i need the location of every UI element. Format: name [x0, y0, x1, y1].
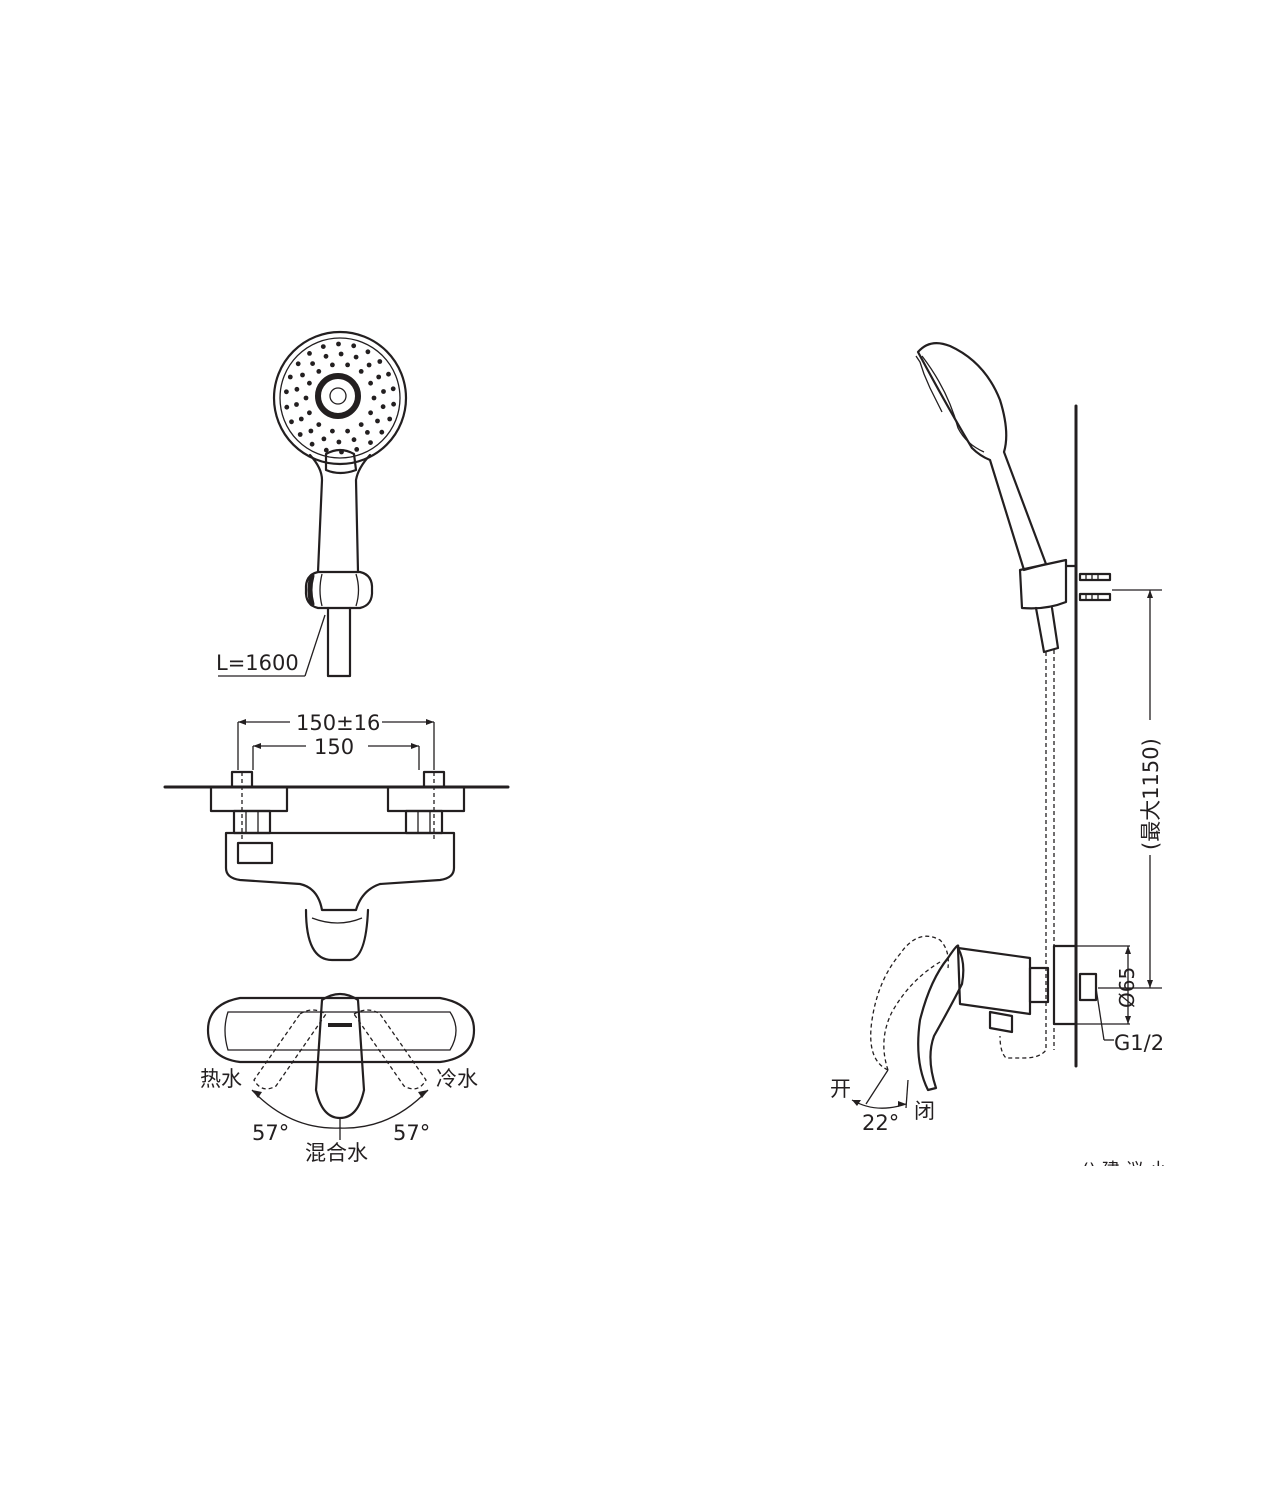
hot-water-label: 热水	[200, 1067, 242, 1091]
nozzle-dot	[368, 410, 373, 416]
nozzle-dot	[368, 380, 373, 386]
mixer-front-view	[163, 719, 510, 962]
nozzle-dot	[284, 389, 289, 395]
max-height-label: (最大1150)	[1139, 738, 1163, 850]
mixed-water-label: 混合水	[305, 1141, 368, 1165]
nozzle-dot	[338, 351, 344, 357]
angle-right-label: 57°	[393, 1121, 430, 1145]
mixer-top-view	[206, 992, 476, 1140]
nozzle-dot	[294, 402, 299, 407]
spacing-tolerance-label: 150±16	[296, 711, 380, 735]
nozzle-dot	[358, 369, 364, 374]
cut-off-mask	[1060, 1166, 1280, 1206]
nozzle-dot	[308, 428, 314, 434]
hose-length-label: L=1600	[216, 651, 299, 675]
nozzle-dot	[316, 369, 322, 374]
nozzle-dot	[365, 430, 370, 435]
nozzle-dots	[284, 341, 396, 455]
nozzle-dot	[380, 404, 386, 410]
nozzle-dot	[323, 353, 329, 359]
nozzle-dot	[298, 416, 304, 422]
close-label: 闭	[914, 1099, 935, 1123]
nozzle-dot	[358, 422, 364, 427]
nozzle-dot	[321, 436, 327, 442]
side-view	[851, 341, 1162, 1109]
hand-shower-front-view	[218, 330, 408, 678]
thread-label: G1/2	[1114, 1031, 1164, 1055]
open-label: 开	[830, 1077, 851, 1101]
nozzle-dot	[287, 374, 293, 380]
nozzle-dot	[351, 343, 357, 349]
nozzle-dot	[330, 428, 335, 434]
nozzle-dot	[345, 428, 350, 434]
nozzle-dot	[368, 440, 373, 445]
mounting-screw-icon	[1078, 572, 1112, 602]
nozzle-dot	[391, 401, 396, 407]
nozzle-dot	[289, 419, 294, 425]
nozzle-dot	[295, 361, 301, 367]
nozzle-dot	[381, 389, 386, 394]
nozzle-dot	[353, 354, 359, 360]
nozzle-dot	[307, 351, 312, 356]
nozzle-dot	[307, 380, 312, 386]
nozzle-dot	[307, 410, 312, 416]
nozzle-dot	[377, 359, 383, 364]
nozzle-dot	[365, 349, 371, 355]
nozzle-dot	[379, 429, 385, 435]
nozzle-dot	[323, 447, 329, 453]
cold-water-label: 冷水	[436, 1067, 478, 1091]
nozzle-dot	[345, 362, 350, 368]
nozzle-dot	[351, 437, 357, 443]
nozzle-dot	[310, 361, 315, 366]
nozzle-dot	[320, 344, 326, 349]
angle-left-label: 57°	[252, 1121, 289, 1145]
spacing-label: 150	[314, 735, 354, 759]
nozzle-dot	[297, 432, 303, 437]
nozzle-dot	[366, 362, 372, 368]
nozzle-dot	[387, 416, 393, 422]
nozzle-dot	[309, 441, 315, 447]
nozzle-dot	[316, 422, 322, 427]
nozzle-dot	[330, 362, 335, 368]
nozzle-dot	[300, 372, 305, 378]
nozzle-dot	[371, 395, 377, 401]
nozzle-dot	[386, 371, 391, 377]
diameter-label: Ø65	[1115, 967, 1139, 1008]
lever-angle-label: 22°	[862, 1111, 899, 1135]
nozzle-dot	[376, 374, 382, 380]
nozzle-dot	[375, 418, 380, 424]
nozzle-dot	[336, 341, 341, 347]
nozzle-dot	[303, 395, 309, 401]
nozzle-dot	[294, 386, 300, 392]
nozzle-dot	[354, 447, 360, 452]
nozzle-dot	[390, 386, 396, 392]
nozzle-dot	[336, 439, 342, 445]
nozzle-dot	[284, 404, 290, 410]
